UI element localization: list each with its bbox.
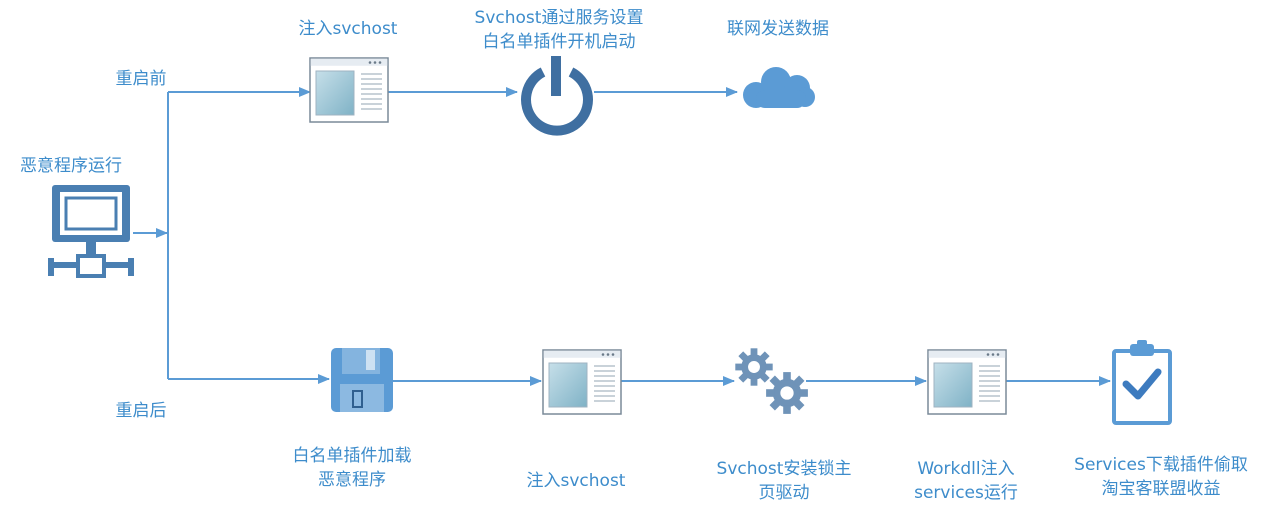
before-reboot-label: 重启前 <box>115 69 167 89</box>
network-send-label: 联网发送数据 <box>727 19 829 39</box>
window-icon <box>309 57 389 123</box>
window-icon <box>927 349 1007 415</box>
malware-run-label: 恶意程序运行 <box>20 156 122 176</box>
power-icon <box>521 56 593 136</box>
whitelist-load-label: 白名单插件加载 恶意程序 <box>292 446 412 490</box>
services-download-label: Services下载插件偷取 淘宝客联盟收益 <box>1074 455 1248 499</box>
inject-svchost-bottom-label: 注入svchost <box>526 471 626 491</box>
gears-icon <box>735 348 808 414</box>
svchost-lock-label: Svchost安装锁主 页驱动 <box>716 459 852 503</box>
after-reboot-label: 重启后 <box>115 401 167 421</box>
clipboard-check-icon <box>1112 340 1172 425</box>
cloud-icon <box>743 67 815 108</box>
workdll-inject-label: Workdll注入 services运行 <box>914 459 1018 503</box>
connectors <box>133 87 1111 386</box>
floppy-disk-icon <box>331 348 393 412</box>
inject-svchost-top-label: 注入svchost <box>298 19 398 39</box>
computer-icon <box>48 185 134 278</box>
window-icon <box>542 349 622 415</box>
svchost-service-label: Svchost通过服务设置 白名单插件开机启动 <box>474 8 644 52</box>
